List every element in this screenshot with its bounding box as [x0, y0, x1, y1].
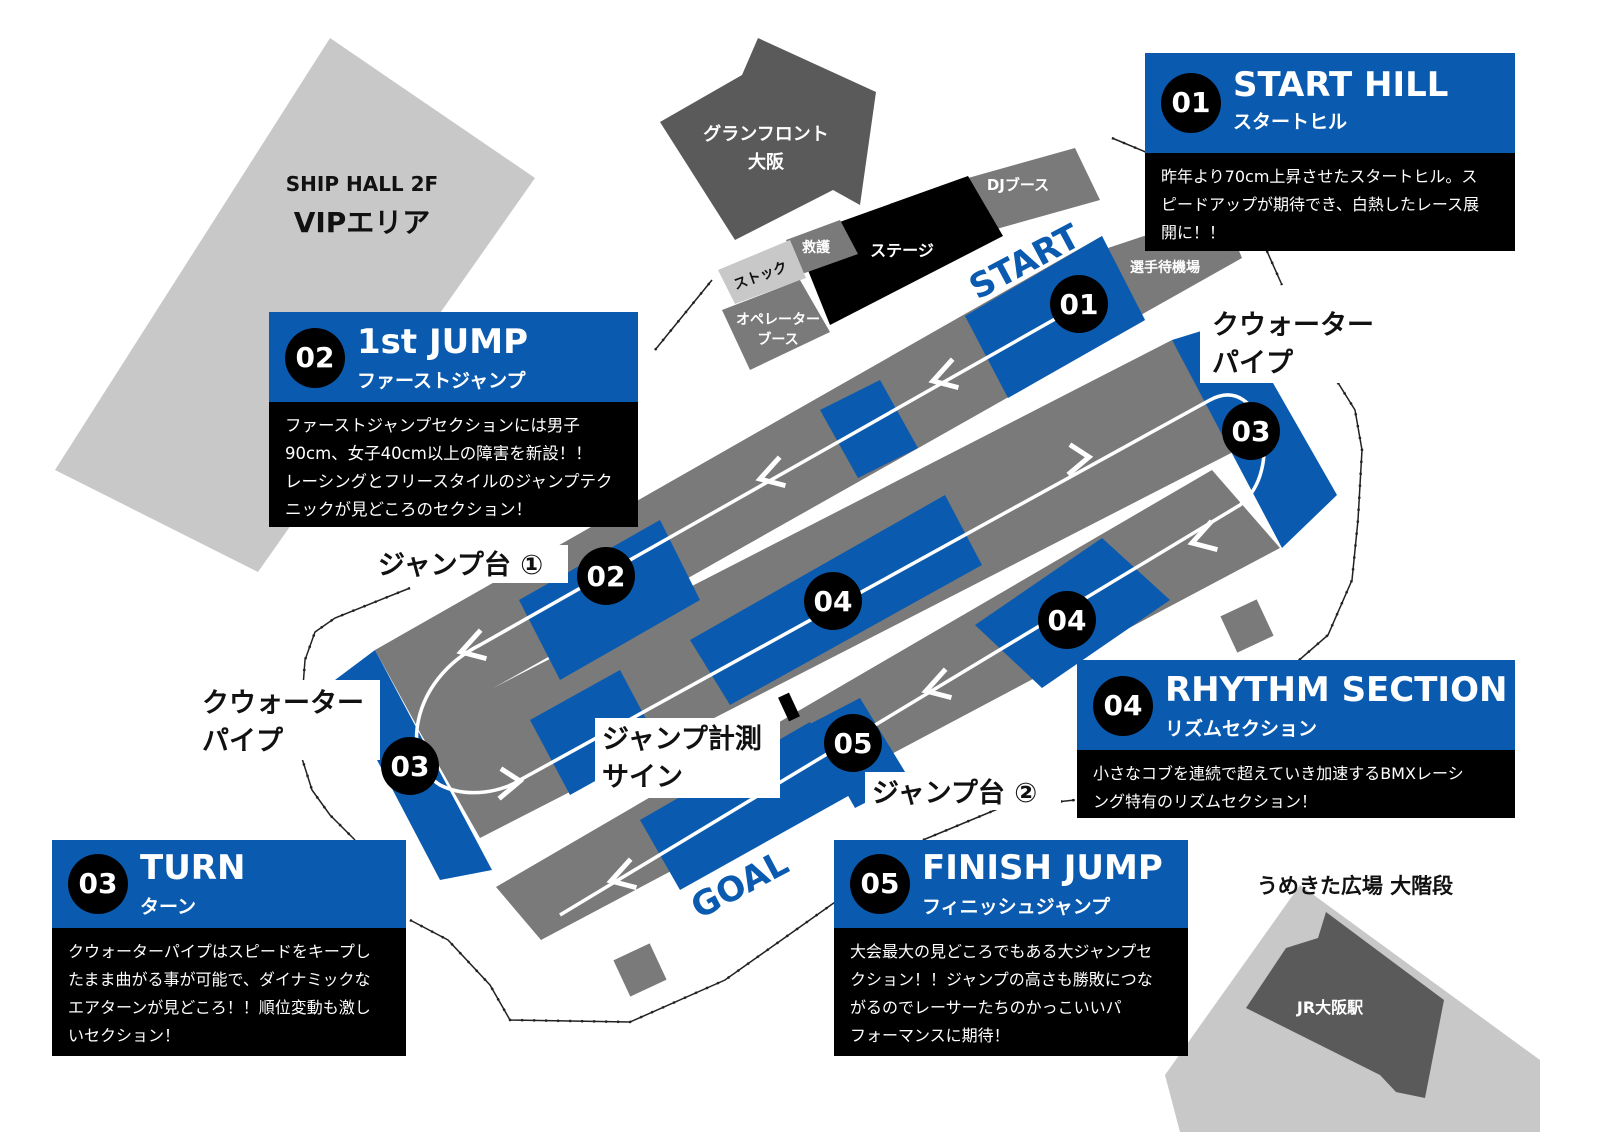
marker-02: 02 [577, 547, 635, 605]
section-card-header: 05 FINISH JUMP フィニッシュジャンプ [834, 840, 1188, 928]
marker-01-text: 01 [1060, 288, 1099, 321]
marker-03-left: 03 [381, 737, 439, 795]
description-line: 昨年より70cm上昇させたスタートヒル。ス [1161, 167, 1478, 186]
marker-01: 01 [1050, 275, 1108, 333]
stage-label: ステージ [870, 241, 934, 260]
description-line: レーシングとフリースタイルのジャンプテク [285, 472, 613, 491]
section-title: TURN [140, 848, 246, 888]
upper-blue-block [820, 380, 918, 478]
markers: 01 02 03 03 04 04 05 [381, 275, 1280, 795]
description-line: 90cm、女子40cm以上の障害を新設！！ [285, 444, 592, 463]
quarter-pipe-right-label-1: クウォーター [1212, 310, 1374, 341]
marker-03-left-text: 03 [391, 750, 430, 783]
marker-03-right-text: 03 [1232, 415, 1271, 448]
section-card-03: 03 TURN ターン クウォーターパイプはスピードをキープし たまま曲がる事が… [52, 840, 406, 1056]
section-subtitle: スタートヒル [1233, 111, 1348, 133]
section-card-header: 04 RHYTHM SECTION リズムセクション [1077, 660, 1515, 750]
operator-shape [722, 280, 830, 370]
section-number-badge: 04 [1093, 676, 1153, 736]
vip-area-shape [55, 38, 535, 572]
description-line: ング特有のリズムセクション！ [1093, 792, 1318, 811]
quarter-pipe-left-label-1: クウォーター [202, 688, 364, 719]
description-line: ピードアップが期待でき、白熱したレース展 [1161, 195, 1480, 214]
description-line: ファーストジャンプセクションには男子 [285, 416, 580, 435]
rescue-shape [786, 220, 858, 274]
rescue-label: 救護 [802, 239, 831, 256]
section-description: ファーストジャンプセクションには男子 90cm、女子40cm以上の障害を新設！！… [269, 402, 638, 527]
description-line: がるのでレーサーたちのかっこいいパ [850, 998, 1122, 1017]
section-title: 1st JUMP [357, 322, 528, 362]
section-title: FINISH JUMP [922, 848, 1163, 888]
marker-04-b-text: 04 [1048, 604, 1087, 637]
dj-booth-shape [968, 148, 1100, 230]
jump-ramp-1-label: ジャンプ台 ① [378, 549, 543, 581]
stock-shape [718, 240, 806, 304]
description-line: 小さなコブを連続で超えていき加速するBMXレーシ [1093, 764, 1464, 783]
description-line: いセクション！ [68, 1026, 181, 1045]
section-description: 大会最大の見どころでもある大ジャンプセ クション！！ジャンプの高さも勝敗につな … [834, 928, 1188, 1056]
description-line: エアターンが見どころ！！順位変動も激し [68, 998, 371, 1017]
section-card-02: 02 1st JUMP ファーストジャンプ ファーストジャンプセクションには男子… [269, 312, 638, 527]
section-subtitle: フィニッシュジャンプ [922, 896, 1111, 918]
quarter-pipe-right-label-2: パイプ [1212, 348, 1294, 379]
section-description: 小さなコブを連続で超えていき加速するBMXレーシ ング特有のリズムセクション！ [1077, 750, 1515, 818]
description-line: クション！！ジャンプの高さも勝敗につな [850, 970, 1153, 989]
marker-05-text: 05 [834, 727, 873, 760]
description-line: クウォーターパイプはスピードをキープし [68, 942, 371, 961]
grandfront-label-1: グランフロント [703, 123, 828, 145]
marker-03-right: 03 [1222, 402, 1280, 460]
jump-ramp-2-label: ジャンプ台 ② [872, 777, 1037, 809]
description-line: フォーマンスに期待！ [850, 1026, 1010, 1045]
section-card-header: 01 START HILL スタートヒル [1145, 53, 1515, 153]
section-card-header: 03 TURN ターン [52, 840, 406, 928]
marker-02-text: 02 [587, 560, 626, 593]
section-card-05: 05 FINISH JUMP フィニッシュジャンプ 大会最大の見どころでもある大… [834, 840, 1188, 1056]
marker-05: 05 [824, 714, 882, 772]
section-subtitle: リズムセクション [1165, 718, 1318, 740]
marker-square [613, 943, 667, 997]
description-line: たまま曲がる事が可能で、ダイナミックな [68, 970, 371, 989]
description-line: 開に！！ [1161, 223, 1226, 242]
marker-square [1220, 599, 1274, 653]
section-subtitle: ファーストジャンプ [357, 370, 526, 392]
jump-sign-label-1: ジャンプ計測 [602, 723, 762, 755]
section-title: RHYTHM SECTION [1165, 670, 1508, 710]
jump-sign-label-2: サイン [602, 762, 683, 793]
jr-arrow [1246, 912, 1444, 1098]
operator-label-2: ブース [757, 331, 798, 348]
section-card-04: 04 RHYTHM SECTION リズムセクション 小さなコブを連続で超えてい… [1077, 660, 1515, 818]
umekita-label: うめきた広場 大階段 [1257, 874, 1453, 898]
grandfront-arrow [660, 38, 876, 240]
description-line: ニックが見どころのセクション！ [285, 500, 533, 519]
vip-label-1: SHIP HALL 2F [286, 172, 438, 196]
section-card-header: 02 1st JUMP ファーストジャンプ [269, 312, 638, 402]
rider-waiting-label: 選手待機場 [1130, 259, 1200, 276]
section-number-badge: 02 [285, 328, 345, 388]
section-description: クウォーターパイプはスピードをキープし たまま曲がる事が可能で、ダイナミックな … [52, 928, 406, 1056]
section-card-01: 01 START HILL スタートヒル 昨年より70cm上昇させたスタートヒル… [1145, 53, 1515, 251]
marker-04-b: 04 [1038, 591, 1096, 649]
marker-04-a: 04 [804, 572, 862, 630]
quarter-pipe-left-label-2: パイプ [202, 726, 284, 757]
section-subtitle: ターン [140, 896, 197, 918]
dj-booth-label: DJブース [987, 176, 1049, 194]
section-title: START HILL [1233, 65, 1449, 105]
section-number-badge: 03 [68, 854, 128, 914]
section-description: 昨年より70cm上昇させたスタートヒル。ス ピードアップが期待でき、白熱したレー… [1145, 153, 1515, 251]
operator-label-1: オペレーター [736, 312, 820, 328]
stage-shape [795, 176, 1003, 325]
jr-osaka-label: JR大阪駅 [1296, 998, 1364, 1017]
course-arrows [456, 357, 1219, 891]
description-line: 大会最大の見どころでもある大ジャンプセ [850, 942, 1153, 961]
marker-04-a-text: 04 [814, 585, 853, 618]
jump-sign-post [778, 692, 800, 722]
section-number-badge: 01 [1161, 73, 1221, 133]
vip-label-2: VIPエリア [294, 206, 431, 239]
grandfront-label-2: 大阪 [748, 151, 785, 173]
section-number-badge: 05 [850, 854, 910, 914]
finish-lower-block [640, 722, 850, 890]
